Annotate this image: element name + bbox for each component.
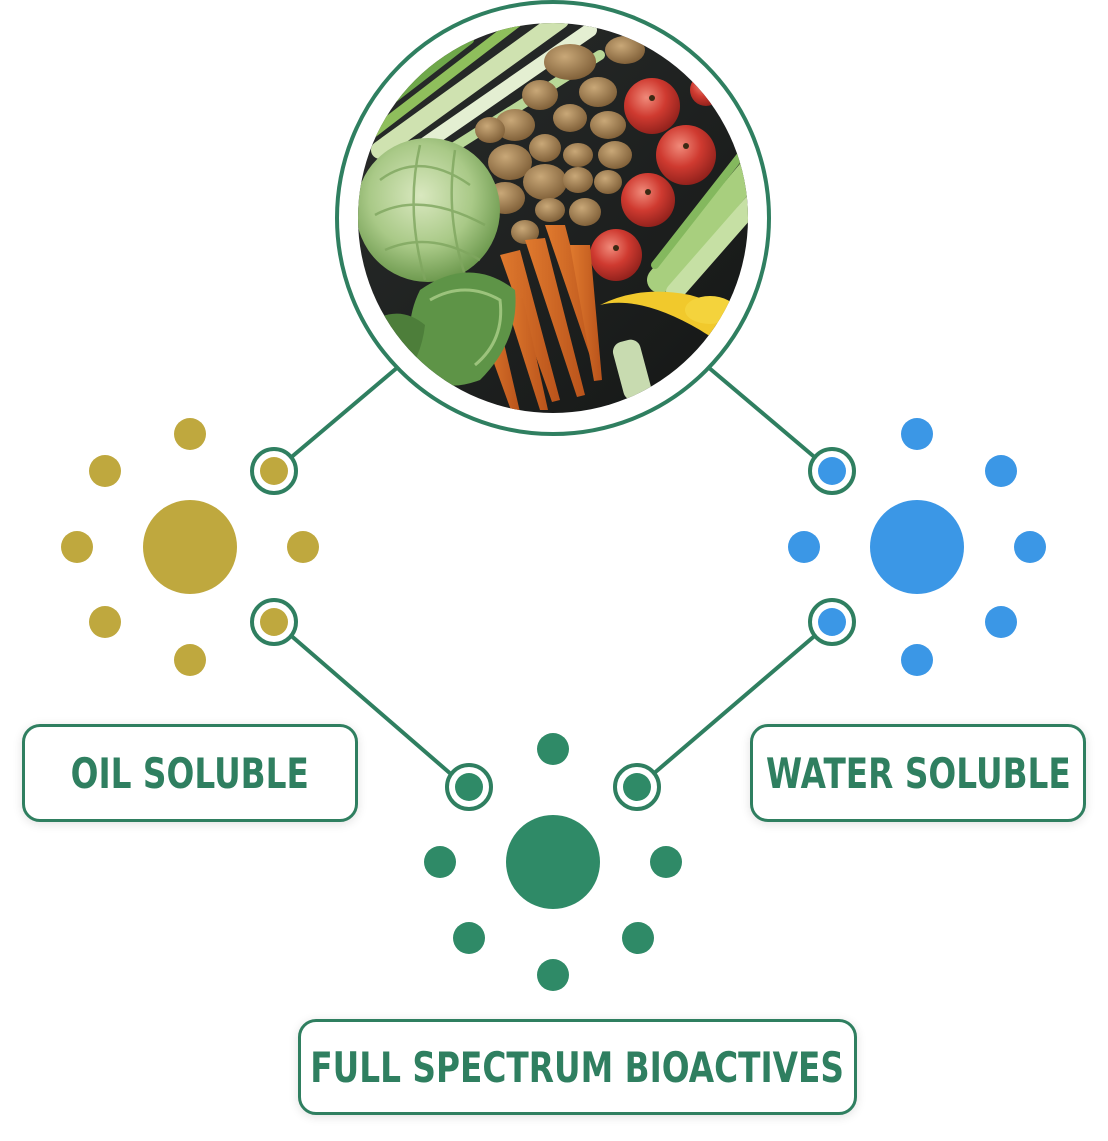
oil-soluble-label-box: OIL SOLUBLE	[22, 724, 358, 822]
full-satellite-dot	[650, 846, 682, 878]
full-satellite-dot	[622, 922, 654, 954]
connector-photo-to-oil	[286, 365, 400, 462]
oil-satellite-dot	[174, 418, 206, 450]
oil-satellite-dot	[89, 606, 121, 638]
full-satellite-dot	[424, 846, 456, 878]
oil-center-dot	[143, 500, 237, 594]
produce-photo	[335, 0, 771, 436]
connector-water-to-full	[650, 631, 820, 777]
oil-satellite-dot	[89, 455, 121, 487]
oil-satellite-dot	[174, 644, 206, 676]
water-satellite-dot	[1014, 531, 1046, 563]
water-connector-nodes	[808, 447, 856, 646]
full-satellite-dot	[537, 959, 569, 991]
oil-satellite-dot	[61, 531, 93, 563]
full-satellite-dot	[537, 733, 569, 765]
connector-photo-to-water	[706, 365, 820, 462]
oil-satellite-dot	[287, 531, 319, 563]
full-satellite-dot	[453, 922, 485, 954]
water-center-dot	[870, 500, 964, 594]
water-satellite-dot	[985, 606, 1017, 638]
connector-lines	[286, 365, 820, 777]
full-center-dot	[506, 815, 600, 909]
water-satellite-dot	[788, 531, 820, 563]
full-spectrum-label-box: FULL SPECTRUM BIOACTIVES	[298, 1019, 857, 1115]
oil-soluble-cluster	[61, 418, 319, 676]
oil-connector-nodes	[250, 447, 298, 646]
connector-oil-to-full	[286, 631, 454, 777]
water-satellite-dot	[985, 455, 1017, 487]
water-satellite-dot	[901, 644, 933, 676]
full-spectrum-label: FULL SPECTRUM BIOACTIVES	[310, 1042, 845, 1092]
oil-soluble-label: OIL SOLUBLE	[70, 748, 310, 798]
water-soluble-label-box: WATER SOLUBLE	[750, 724, 1086, 822]
water-soluble-label: WATER SOLUBLE	[765, 748, 1071, 798]
full-connector-nodes	[445, 763, 661, 811]
water-satellite-dot	[901, 418, 933, 450]
full-spectrum-cluster	[424, 733, 682, 991]
water-soluble-cluster	[788, 418, 1046, 676]
